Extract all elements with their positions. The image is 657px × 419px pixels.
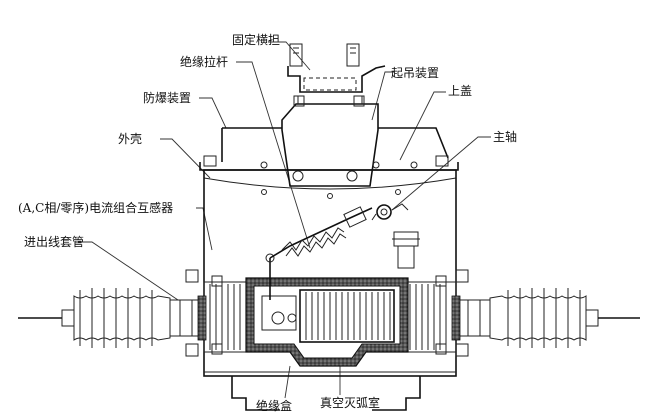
label-lifting-device: 起吊装置 [391, 66, 439, 80]
foot-right [372, 376, 421, 411]
main-shaft [371, 203, 420, 269]
lifting-device [281, 43, 386, 187]
leader-insulating-box [284, 365, 291, 399]
current-transformer-left [203, 281, 261, 353]
leader-top-cover [399, 91, 446, 161]
label-fixed-bracket: 固定横担 [232, 32, 280, 47]
label-bushing: 进出线套管 [24, 234, 84, 249]
insulating-rod [269, 206, 373, 259]
leader-bushing [78, 241, 179, 301]
label-explosion-proof: 防爆装置 [143, 90, 191, 105]
foot-left [231, 376, 280, 411]
label-vacuum-interrupter: 真空灭弧室 [320, 395, 380, 410]
vacuum-interrupter [261, 253, 395, 343]
top-bolt-right [346, 43, 360, 67]
label-current-transformer: (A,C相/零序)电流组合互感器 [18, 200, 173, 215]
top-bolt-left [289, 43, 303, 67]
insulating-box [245, 277, 409, 367]
bushing-left [18, 288, 205, 348]
label-housing: 外壳 [118, 132, 142, 146]
leader-housing [160, 138, 211, 179]
leader-current-transformer [196, 207, 213, 251]
label-top-cover: 上盖 [448, 84, 472, 98]
leader-explosion-proof [199, 97, 227, 129]
fixed-bracket [287, 65, 386, 93]
label-insulating-rod: 绝缘拉杆 [180, 54, 228, 69]
housing [185, 169, 469, 411]
leader-main-shaft [391, 136, 491, 211]
bushing-right [455, 288, 640, 348]
lifting-body [281, 103, 379, 187]
top-cover [199, 127, 459, 199]
current-transformer-right [403, 281, 457, 353]
leader-insulating-rod [236, 61, 311, 249]
explosion-proof-valve [203, 155, 217, 167]
label-main-shaft: 主轴 [493, 129, 517, 144]
